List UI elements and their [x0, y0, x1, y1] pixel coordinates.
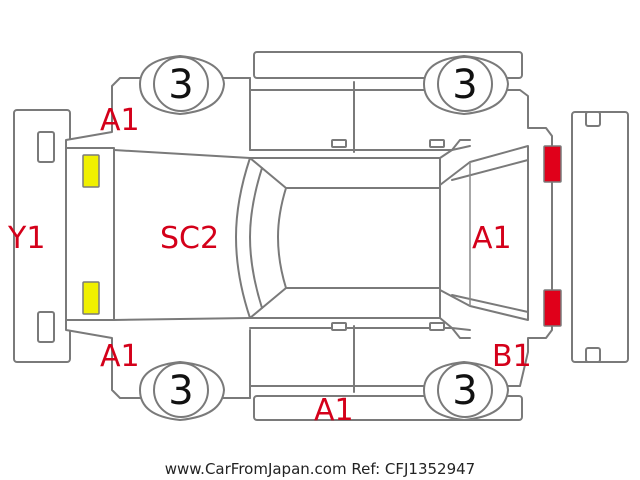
wheel-label-front-bottom: 3 — [452, 368, 477, 414]
damage-label-bottom-door: A1 — [314, 393, 354, 428]
door-handle-bottom-rear — [331, 322, 347, 331]
rear-light-top — [82, 154, 100, 188]
wheel-label-rear-bottom: 3 — [168, 368, 193, 414]
door-handle-bottom-front — [429, 322, 445, 331]
rear-wall — [65, 147, 115, 321]
wheel-rear-top — [139, 55, 225, 115]
wheel-label-front-top: 3 — [452, 62, 477, 108]
door-handle-top-rear — [331, 139, 347, 148]
damage-label-rear-bumper: Y1 — [7, 221, 45, 256]
wheel-front-bottom — [423, 361, 509, 421]
rear-bumper-slot-bottom — [37, 311, 55, 343]
damage-label-bottom-right-fender: B1 — [492, 339, 532, 374]
front-light-bottom — [543, 289, 562, 327]
cabin — [235, 157, 441, 319]
damage-label-bottom-left-quarter: A1 — [100, 339, 140, 374]
rear-bumper-slot-top — [37, 131, 55, 163]
wheel-rear-bottom — [139, 361, 225, 421]
rear-light-bottom — [82, 281, 100, 315]
front-bumper — [571, 111, 629, 363]
damage-label-front-hood: A1 — [472, 221, 512, 256]
front-light-top — [543, 145, 562, 183]
door-handle-top-front — [429, 139, 445, 148]
damage-label-top-left-quarter: A1 — [100, 103, 140, 138]
damage-label-roof-trunk: SC2 — [160, 221, 219, 256]
wheel-label-rear-top: 3 — [168, 62, 193, 108]
source-watermark: www.CarFromJapan.com Ref: CFJ1352947 — [165, 460, 475, 478]
wheel-front-top — [423, 55, 509, 115]
hood — [439, 145, 529, 321]
